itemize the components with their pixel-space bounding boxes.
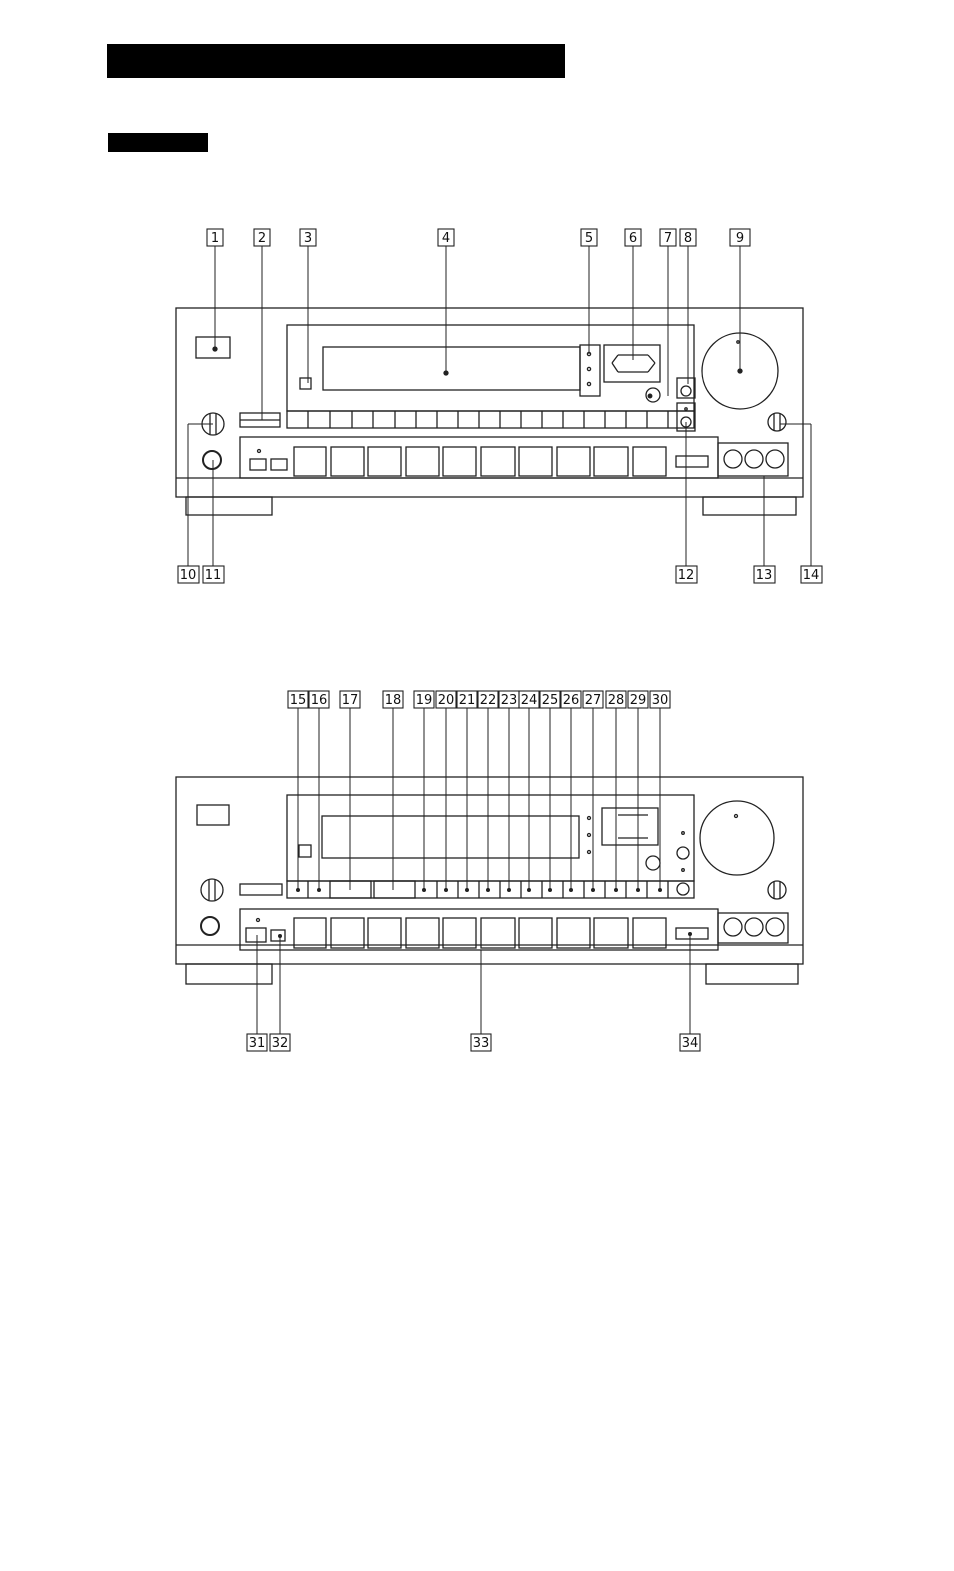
callout-32: 32 [272,1036,289,1051]
left-foot-1 [186,497,272,515]
receiver-front-panel-1 [176,308,803,515]
button-pair-upper-1 [677,378,695,398]
callout-33: 33 [473,1036,490,1051]
meter-window-2 [602,808,658,845]
callout-17: 17 [342,693,359,708]
callout-7: 7 [664,231,672,246]
power-indicator-2 [197,805,229,825]
right-foot-1 [703,497,796,515]
callout-30: 30 [652,693,669,708]
callout-13: 13 [756,568,773,583]
callout-21: 21 [459,693,476,708]
display-sensor-1 [300,378,311,389]
receiver-body-2 [176,777,803,964]
callout-25: 25 [542,693,559,708]
callout-24: 24 [521,693,538,708]
input-buttons-2 [294,918,666,948]
leader-lines-1 [188,246,811,566]
callout-12: 12 [678,568,695,583]
input-buttons-1 [294,447,666,476]
callout-2: 2 [258,231,266,246]
callout-14: 14 [803,568,820,583]
display-window-1 [323,347,580,390]
callout-19: 19 [416,693,433,708]
display-window-2 [322,816,579,858]
receiver-body-1 [176,308,803,497]
callout-31: 31 [249,1036,266,1051]
leader-dots-2 [278,888,692,938]
tone-knob-panel-1 [718,443,788,476]
right-knob-2 [768,881,786,899]
callouts-fig1-bottom [178,566,822,583]
input-button-panel-2 [240,909,718,950]
leader-lines-2 [257,708,690,1034]
callout-28: 28 [608,693,625,708]
function-key-row-2 [287,881,694,898]
callout-9: 9 [736,231,744,246]
callout-8: 8 [684,231,692,246]
callout-11: 11 [205,568,222,583]
callout-3: 3 [304,231,312,246]
callout-22: 22 [480,693,497,708]
callout-4: 4 [442,231,450,246]
right-foot-2 [706,964,798,984]
left-knob-2 [201,879,223,901]
display-sensor-2 [299,845,311,857]
callout-27: 27 [585,693,602,708]
selector-slot-2 [240,884,282,895]
callout-23: 23 [501,693,518,708]
callout-15: 15 [290,693,307,708]
callout-34: 34 [682,1036,699,1051]
headphone-jack-2 [201,917,219,935]
left-foot-2 [186,964,272,984]
function-key-row-1 [287,411,694,428]
receiver-front-panel-2 [176,777,803,984]
callout-5: 5 [585,231,593,246]
callout-1: 1 [211,231,219,246]
input-button-panel-1 [240,437,718,478]
volume-knob-2 [700,801,774,875]
callout-26: 26 [563,693,580,708]
callout-6: 6 [629,231,637,246]
headphone-jack-1 [203,451,221,469]
mode-button-1 [676,456,708,467]
callout-29: 29 [630,693,647,708]
callout-10: 10 [180,568,197,583]
callout-labels: 1 2 3 4 5 6 7 8 9 10 11 12 13 14 15 16 1… [180,231,820,1051]
right-knob-1 [768,413,786,431]
callout-20: 20 [438,693,455,708]
callout-16: 16 [311,693,328,708]
callout-18: 18 [385,693,402,708]
